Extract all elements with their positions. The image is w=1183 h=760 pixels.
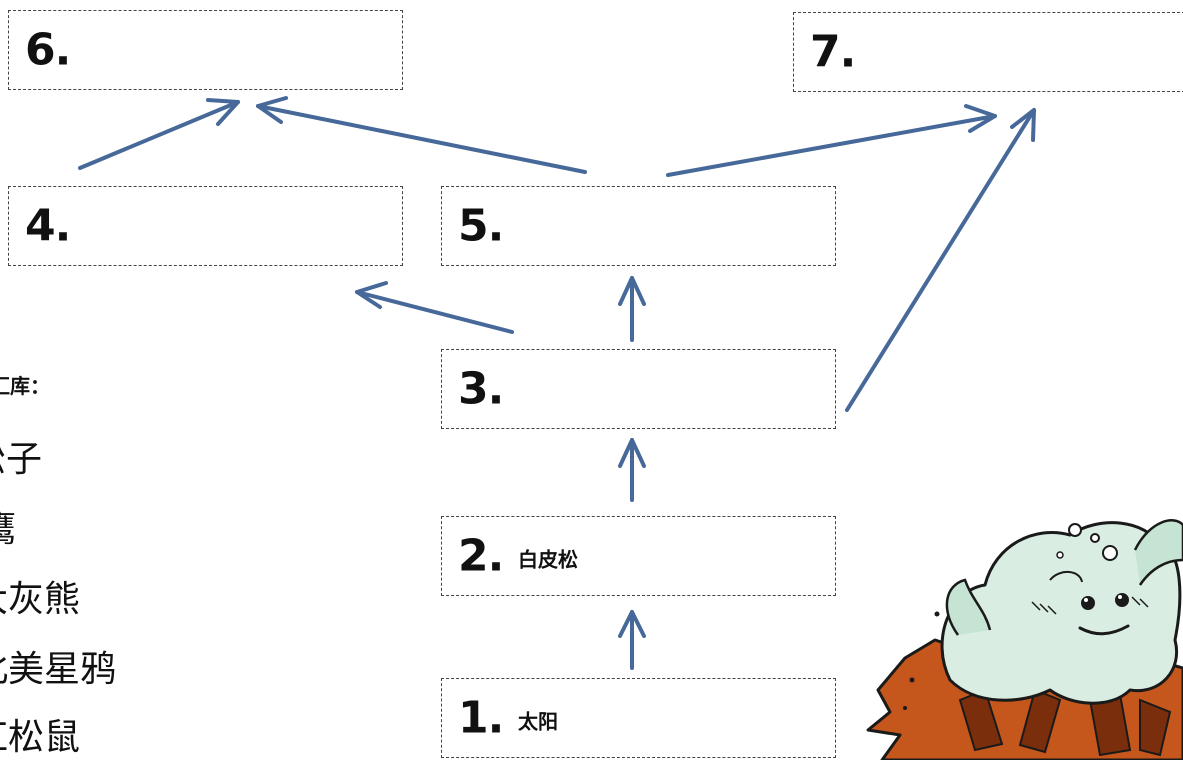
box-5-number: 5. xyxy=(458,200,504,252)
word-bank-item-2: 鹰 xyxy=(0,500,16,552)
box-4: 4. xyxy=(8,186,403,266)
box-6-number: 6. xyxy=(25,24,71,76)
box-5: 5. xyxy=(441,186,836,266)
volcano-ghost-cartoon-icon xyxy=(866,519,1183,760)
box-6: 6. xyxy=(8,10,403,90)
arrow-4-to-6 xyxy=(78,98,240,170)
word-bank-item-3: 大灰熊 xyxy=(0,579,81,620)
box-2-label: 白皮松 xyxy=(518,547,578,572)
box-3-number: 3. xyxy=(458,363,504,415)
word-bank-title: 汇库： xyxy=(0,374,50,398)
box-3: 3. xyxy=(441,349,836,429)
word-bank-item-4: 北美星鸦 xyxy=(0,649,117,690)
word-bank-item-5: 红松鼠 xyxy=(0,717,81,758)
box-2-number: 2. xyxy=(458,530,504,582)
box-7: 7. xyxy=(793,12,1183,92)
box-7-number: 7. xyxy=(810,26,856,78)
box-1: 1. 太阳 xyxy=(441,678,836,758)
arrow-2-to-3 xyxy=(618,438,646,502)
arrow-5-to-7 xyxy=(666,104,997,177)
arrows-layer xyxy=(78,96,1036,670)
arrow-3-to-4 xyxy=(355,281,514,334)
box-2: 2. 白皮松 xyxy=(441,516,836,596)
arrow-3-to-5 xyxy=(618,276,646,342)
arrow-3-to-7 xyxy=(845,108,1036,412)
box-1-label: 太阳 xyxy=(518,709,558,734)
box-1-number: 1. xyxy=(458,692,504,744)
arrow-1-to-2 xyxy=(618,610,646,670)
word-bank-item-1: 松子 xyxy=(0,439,43,480)
arrow-5-to-6 xyxy=(256,96,587,174)
box-4-number: 4. xyxy=(25,200,71,252)
word-bank: 汇库： 松子 鹰 大灰熊 北美星鸦 红松鼠 xyxy=(0,0,230,760)
